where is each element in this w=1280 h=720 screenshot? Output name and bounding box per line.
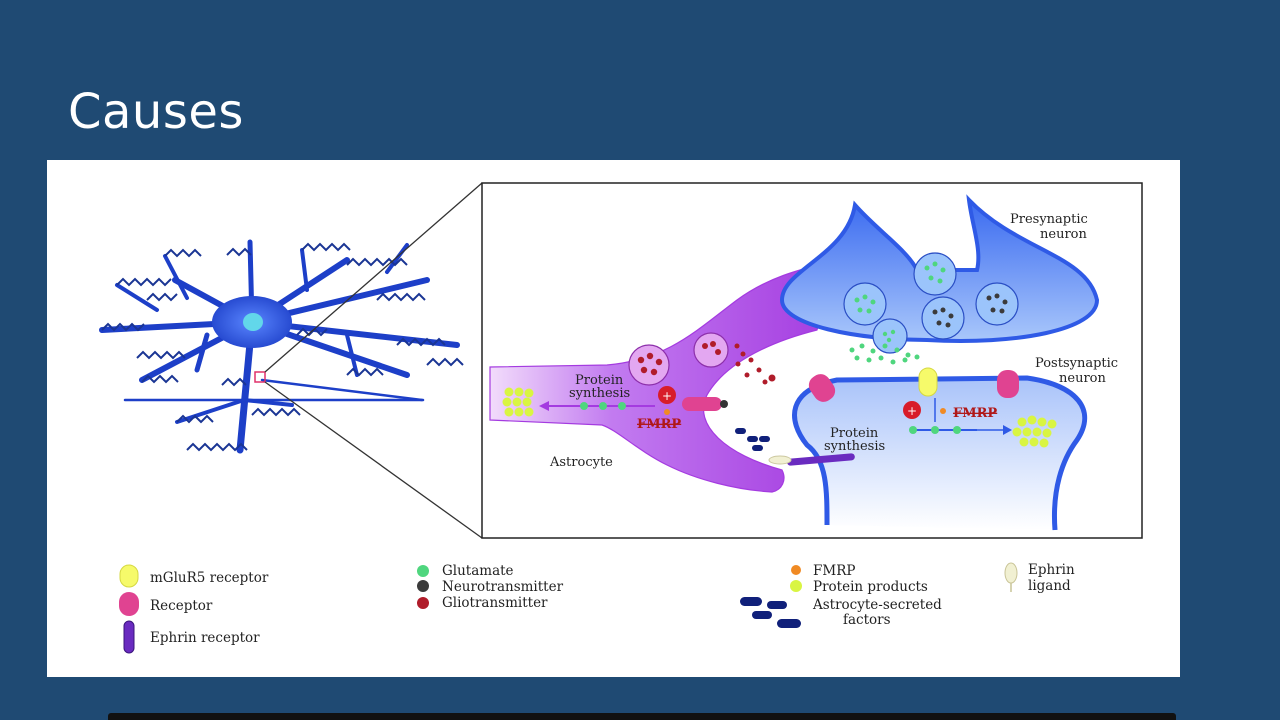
postsynaptic-label-2: neuron [1059,371,1106,386]
bottom-bar [108,713,1176,720]
svg-text:mGluR5 receptor: mGluR5 receptor [150,570,269,586]
receptors [682,367,1019,466]
legend: mGluR5 receptor Receptor Ephrin receptor… [119,562,1075,654]
legend-item-fmrp: FMRP [791,563,855,579]
ephrin-ligand-icon [1004,562,1018,592]
zoom-marker [254,371,266,383]
legend-item-receptor: Receptor [119,592,213,616]
red-dot-icon [417,597,429,609]
astro-synthesis-label: synthesis [569,386,630,401]
svg-text:Neurotransmitter: Neurotransmitter [442,579,564,595]
green-dot-icon [417,565,429,577]
dark-dot-icon [417,580,429,592]
svg-text:factors: factors [843,612,891,628]
legend-item-gliotransmitter: Gliotransmitter [417,595,548,611]
legend-item-protein-products: Protein products [790,579,928,595]
synapse-diagram: + Protein synthesis FMRP + [99,182,1143,654]
zoom-line-top [264,182,483,373]
svg-text:FMRP: FMRP [813,563,855,579]
svg-text:Gliotransmitter: Gliotransmitter [442,595,548,611]
postsynaptic-terminal [792,375,1088,531]
navy-dots-icon [740,597,801,628]
released-glutamate [849,343,920,365]
astro-secreted-factors [735,428,770,451]
gliotransmitter-vesicles [628,332,776,386]
presynaptic-terminal [779,194,1100,354]
astro-fmrp-label: FMRP [637,417,681,432]
legend-item-ephrin-receptor: Ephrin receptor [123,620,260,654]
post-sign: + [907,404,917,418]
pink-capsule-icon [119,592,139,616]
astro-receptor [682,397,722,411]
svg-text:ligand: ligand [1028,578,1071,594]
postsynaptic-label: Postsynaptic [1035,356,1118,371]
astro-protein-synthesis: + Protein synthesis FMRP [502,373,681,432]
post-synthesis-label: synthesis [824,439,885,454]
post-protein-synthesis: + FMRP Protein synthesis [824,398,1057,454]
astrocyte-cell-illustration [99,182,483,539]
lime-dot-icon [790,580,802,592]
presynaptic-label-2: neuron [1040,227,1087,242]
legend-item-astro-factors: Astrocyte-secreted factors [740,597,942,628]
astrocyte-label: Astrocyte [549,455,613,470]
legend-item-neurotransmitter: Neurotransmitter [417,579,564,595]
figure-panel: + Protein synthesis FMRP + [47,160,1180,677]
legend-item-glutamate: Glutamate [417,563,514,579]
yellow-capsule-icon [119,564,139,588]
svg-text:Ephrin: Ephrin [1028,562,1075,578]
presynaptic-label: Presynaptic [1010,212,1088,227]
nucleus [243,313,263,331]
post-fmrp-label: FMRP [953,406,997,421]
legend-item-ephrin-ligand: Ephrin ligand [1004,562,1075,594]
ephrin-receptor-shape [787,453,855,466]
svg-text:Ephrin receptor: Ephrin receptor [150,630,260,646]
orange-dot-icon [791,565,801,575]
legend-item-mglur5: mGluR5 receptor [119,564,269,588]
zoom-line-bottom [264,381,483,539]
svg-text:Glutamate: Glutamate [442,563,514,579]
slide-title: Causes [68,84,244,140]
astro-sign: + [662,389,672,403]
astro-protein-label: Protein [575,373,624,388]
svg-text:Receptor: Receptor [150,598,213,614]
svg-text:Astrocyte-secreted: Astrocyte-secreted [812,597,942,613]
purple-rod-icon [123,620,135,654]
post-protein-label: Protein [830,426,879,441]
svg-text:Protein products: Protein products [813,579,928,595]
ephrin-ligand-shape [768,455,792,465]
